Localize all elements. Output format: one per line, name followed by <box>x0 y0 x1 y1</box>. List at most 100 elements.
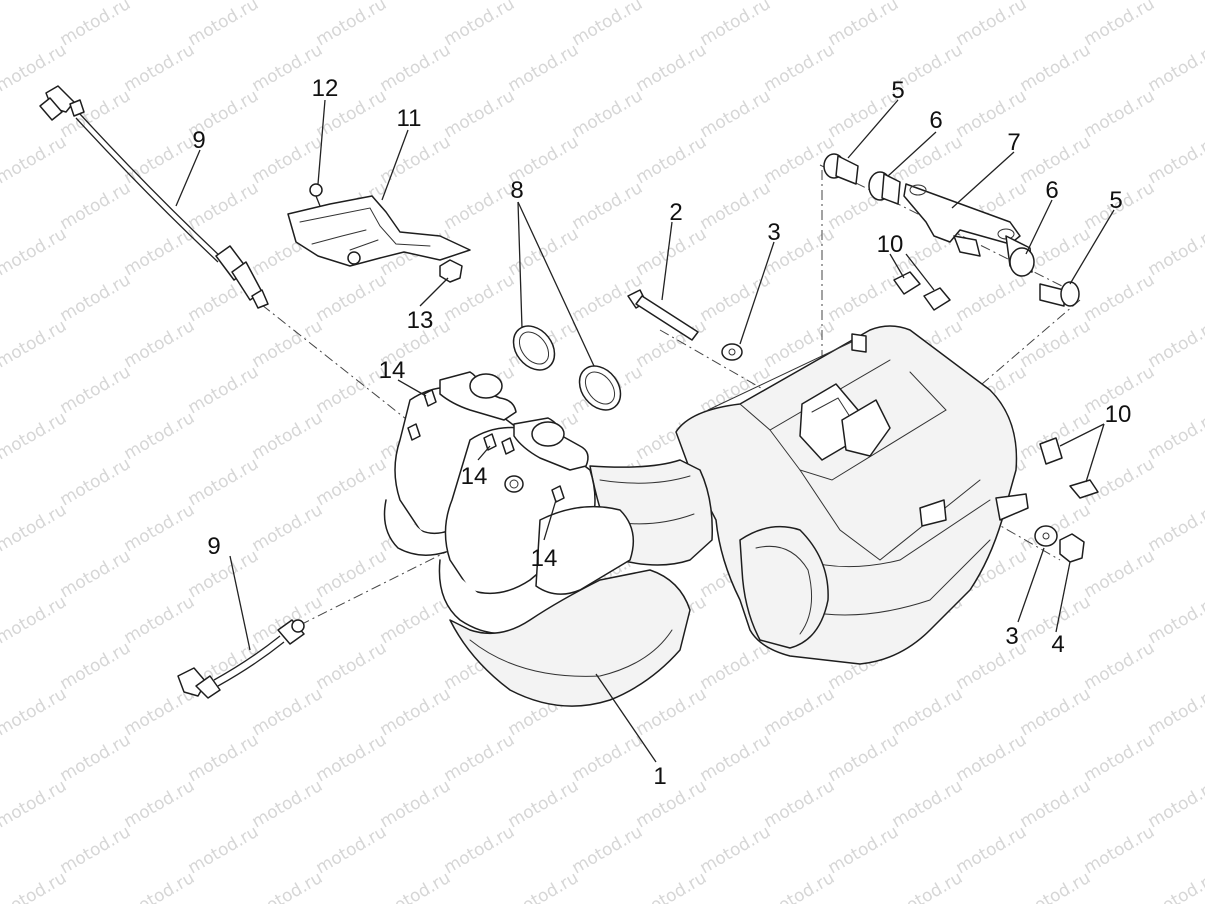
watermark-text: motod.ru <box>761 0 839 4</box>
watermark-text: motod.ru <box>697 638 775 694</box>
watermark-text: motod.ru <box>505 224 583 280</box>
watermark-text: motod.ru <box>1081 270 1159 326</box>
watermark-text: motod.ru <box>569 178 647 234</box>
watermark-text: motod.ru <box>0 684 70 740</box>
watermark-text: motod.ru <box>57 86 135 142</box>
watermark-text: motod.ru <box>0 776 70 832</box>
watermark-text: motod.ru <box>313 0 391 50</box>
watermark-text: motod.ru <box>953 730 1031 786</box>
watermark-text: motod.ru <box>0 316 70 372</box>
callout-5-left: 5 <box>891 77 904 104</box>
watermark-text: motod.ru <box>633 684 711 740</box>
watermark-text: motod.ru <box>825 822 903 878</box>
watermark-text: motod.ru <box>889 868 967 904</box>
watermark-text: motod.ru <box>569 0 647 50</box>
watermark-text: motod.ru <box>1145 40 1205 96</box>
watermark-text: motod.ru <box>121 316 199 372</box>
watermark-text: motod.ru <box>953 822 1031 878</box>
screw <box>309 183 323 207</box>
watermark-text: motod.ru <box>1145 224 1205 280</box>
watermark-text: motod.ru <box>1081 730 1159 786</box>
callout-3-lower: 3 <box>1005 623 1018 650</box>
watermark-text: motod.ru <box>1145 500 1205 556</box>
watermark-text: motod.ru <box>0 500 70 556</box>
leader-lines <box>175 99 1115 763</box>
lambda-sensor-lower <box>177 619 305 699</box>
watermark-text: motod.ru <box>1081 638 1159 694</box>
watermark-text: motod.ru <box>1017 0 1095 4</box>
washer-bottom <box>1034 525 1058 547</box>
watermark-text: motod.ru <box>249 776 327 832</box>
callout-9-lower: 9 <box>207 533 220 560</box>
watermark-text: motod.ru <box>249 316 327 372</box>
watermark-text: motod.ru <box>0 408 70 464</box>
watermark-text: motod.ru <box>569 822 647 878</box>
watermark-text: motod.ru <box>57 822 135 878</box>
callout-6-left: 6 <box>929 107 942 134</box>
watermark-text: motod.ru <box>1017 776 1095 832</box>
watermark-text: motod.ru <box>569 86 647 142</box>
watermark-text: motod.ru <box>1145 132 1205 188</box>
flange-nut <box>1059 533 1085 563</box>
watermark-text: motod.ru <box>0 0 70 4</box>
callout-6-right: 6 <box>1045 177 1058 204</box>
watermark-text: motod.ru <box>377 684 455 740</box>
hanger-bracket <box>903 183 1021 257</box>
watermark-text: motod.ru <box>377 40 455 96</box>
watermark-text: motod.ru <box>57 546 135 602</box>
watermark-text: motod.ru <box>697 86 775 142</box>
watermark-text: motod.ru <box>185 362 263 418</box>
watermark-text: motod.ru <box>121 868 199 904</box>
watermark-text: motod.ru <box>121 0 199 4</box>
watermark-text: motod.ru <box>1081 822 1159 878</box>
watermark-text: motod.ru <box>697 730 775 786</box>
watermark-text: motod.ru <box>441 178 519 234</box>
watermark-text: motod.ru <box>1081 0 1159 50</box>
callout-9-upper: 9 <box>192 127 205 154</box>
watermark-text: motod.ru <box>121 500 199 556</box>
watermark-text: motod.ru <box>121 40 199 96</box>
callout-11: 11 <box>397 105 422 132</box>
watermark-text: motod.ru <box>313 638 391 694</box>
watermark-text: motod.ru <box>825 0 903 50</box>
washer-top <box>721 343 743 361</box>
callout-10-lower: 10 <box>1105 401 1132 428</box>
watermark-text: motod.ru <box>441 86 519 142</box>
watermark-text: motod.ru <box>249 0 327 4</box>
watermark-text: motod.ru <box>505 0 583 4</box>
callout-3-upper: 3 <box>767 219 780 246</box>
watermark-text: motod.ru <box>441 822 519 878</box>
callout-10-upper: 10 <box>877 231 904 258</box>
watermark-text: motod.ru <box>249 500 327 556</box>
watermark-text: motod.ru <box>761 868 839 904</box>
exhaust-assembly <box>383 325 1029 707</box>
watermark-text: motod.ru <box>313 454 391 510</box>
watermark-text: motod.ru <box>57 178 135 234</box>
callout-14-lower: 14 <box>531 545 558 572</box>
callout-8: 8 <box>510 177 523 204</box>
watermark-text: motod.ru <box>761 776 839 832</box>
watermark-text: motod.ru <box>377 0 455 4</box>
watermark-text: motod.ru <box>57 362 135 418</box>
watermark-text: motod.ru <box>313 270 391 326</box>
watermark-text: motod.ru <box>697 822 775 878</box>
callout-14-middle: 14 <box>461 463 488 490</box>
watermark-text: motod.ru <box>377 132 455 188</box>
watermark-text: motod.ru <box>697 178 775 234</box>
watermark-text: motod.ru <box>1081 546 1159 602</box>
lambda-sensor-upper <box>39 85 269 309</box>
watermark-text: motod.ru <box>121 408 199 464</box>
watermark-text: motod.ru <box>1081 86 1159 142</box>
watermark-text: motod.ru <box>57 0 135 50</box>
watermark-text: motod.ru <box>249 408 327 464</box>
watermark-text: motod.ru <box>0 132 70 188</box>
watermark-text: motod.ru <box>1145 408 1205 464</box>
watermark-text: motod.ru <box>441 0 519 50</box>
watermark-text: motod.ru <box>1145 776 1205 832</box>
watermark-text: motod.ru <box>889 684 967 740</box>
callout-1: 1 <box>653 763 666 790</box>
watermark-text: motod.ru <box>121 132 199 188</box>
gaskets <box>512 325 622 411</box>
watermark-text: motod.ru <box>185 454 263 510</box>
